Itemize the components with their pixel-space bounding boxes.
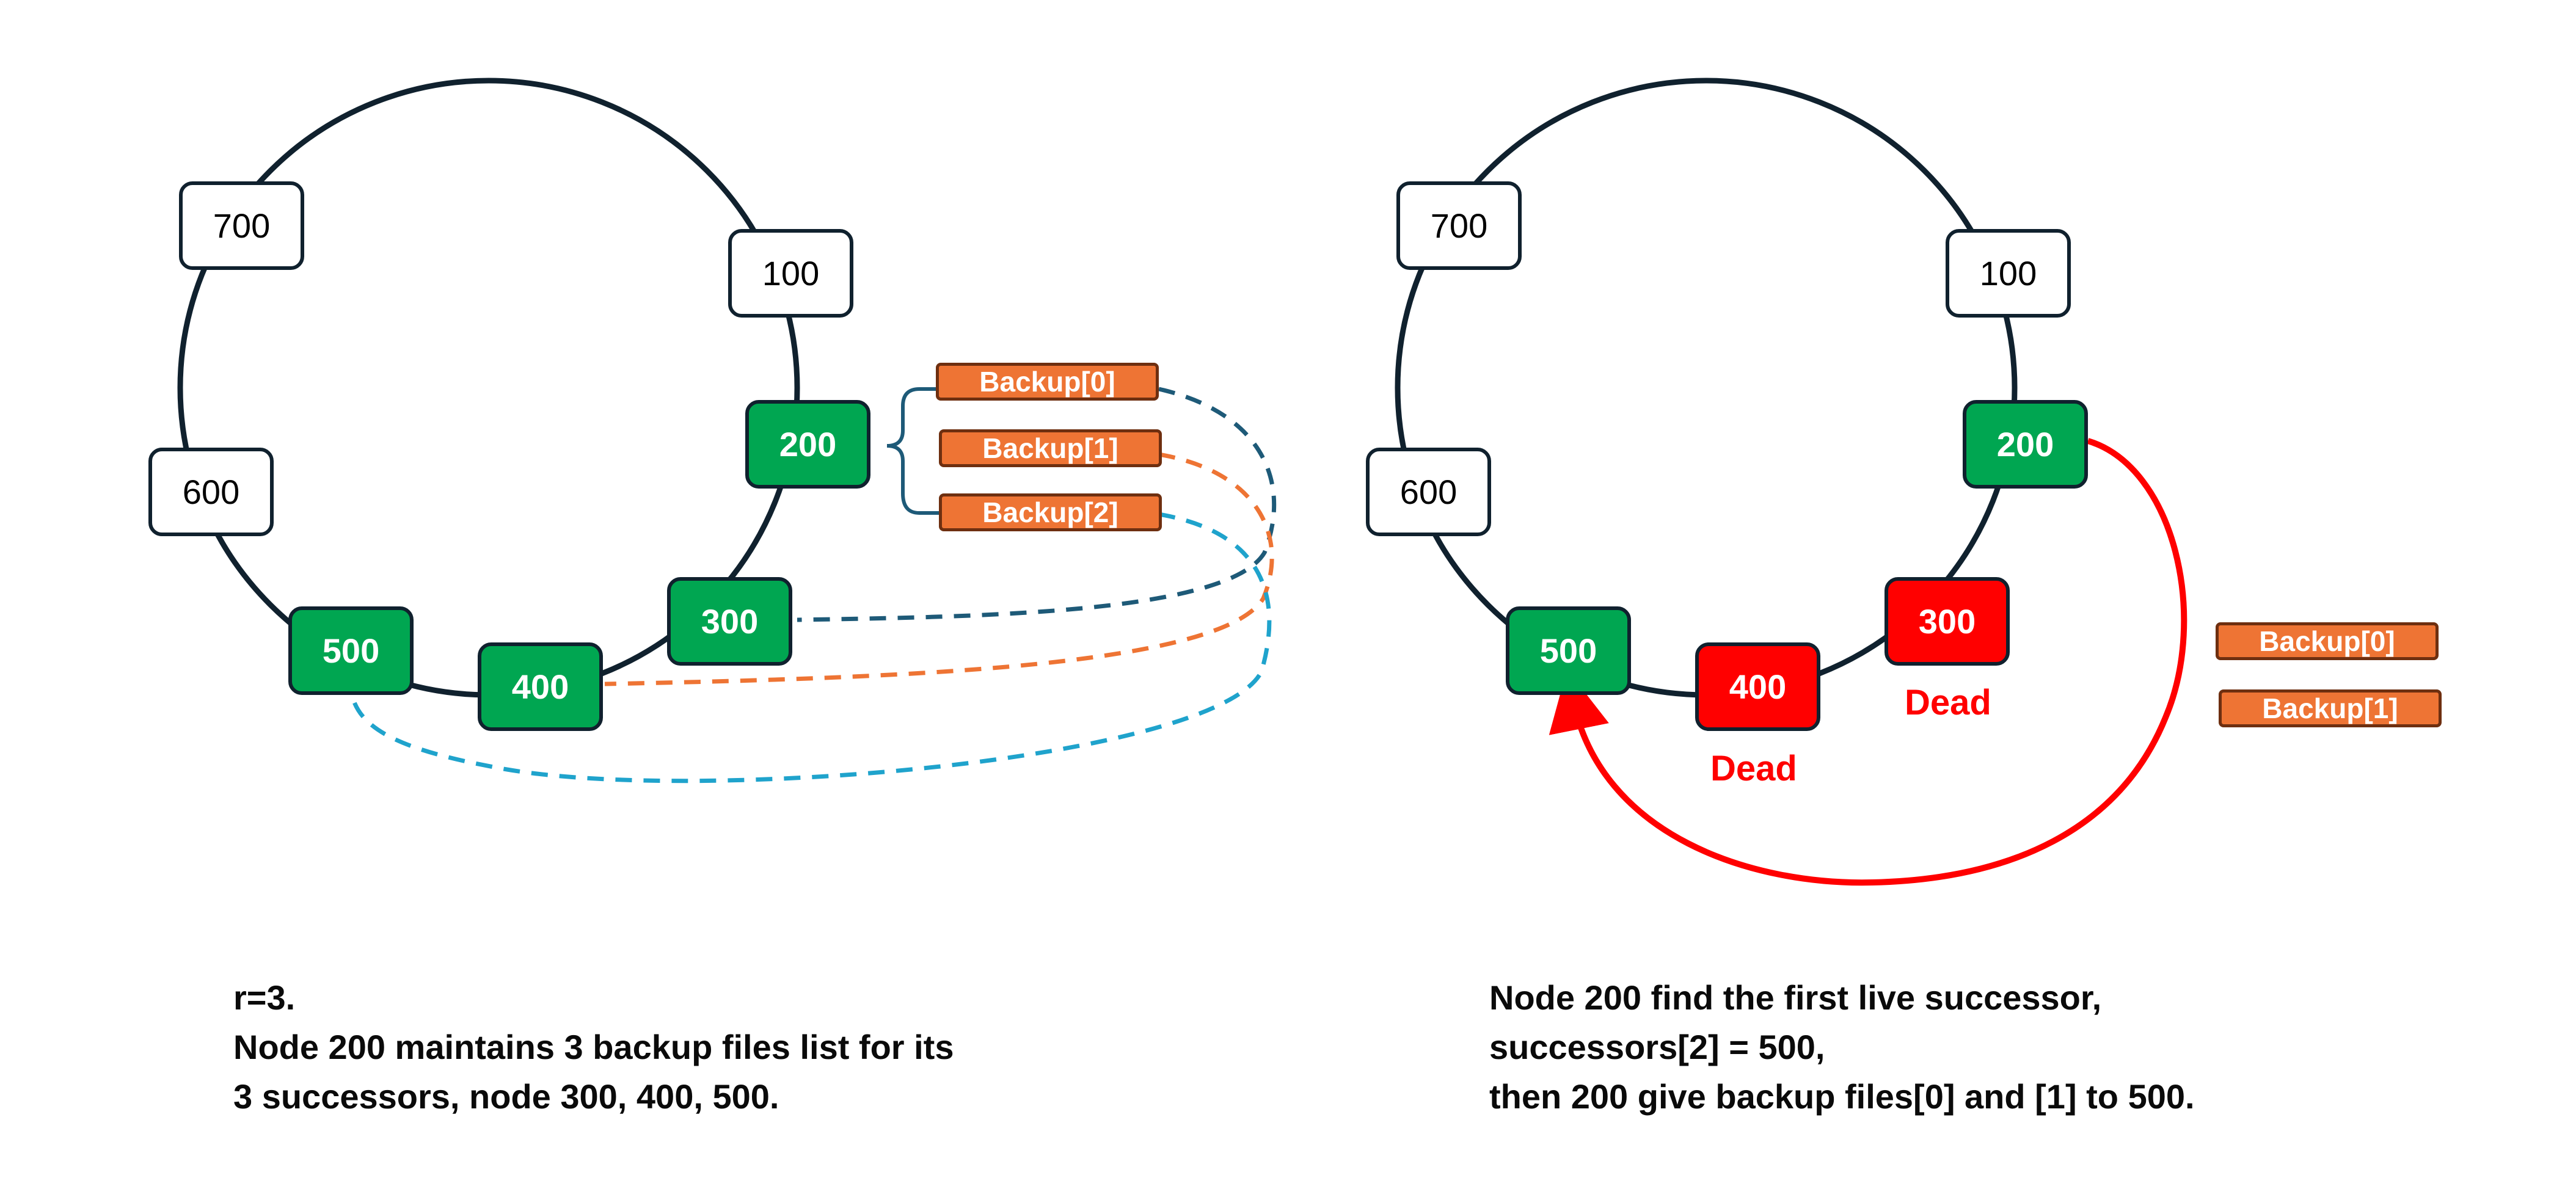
right-backup-1: Backup[1]: [2219, 689, 2442, 727]
right-dead-label-400: Dead: [1710, 749, 1797, 788]
left-link-backup2-node500: [352, 512, 1272, 784]
left-caption-line-1: r=3.: [233, 978, 296, 1017]
left-node-100[interactable]: 100: [728, 229, 853, 318]
left-link-backup0-node300: [797, 387, 1277, 622]
right-node-600[interactable]: 600: [1366, 448, 1491, 536]
right-node-100[interactable]: 100: [1946, 229, 2071, 318]
left-link-backup1-node400: [604, 452, 1274, 686]
left-caption-line-2: Node 200 maintains 3 backup files list f…: [233, 1028, 954, 1066]
left-caption-line-3: 3 successors, node 300, 400, 500.: [233, 1077, 779, 1116]
left-node-500[interactable]: 500: [288, 606, 414, 695]
left-backup-0: Backup[0]: [936, 363, 1159, 401]
right-handoff-arrow: [1549, 438, 2187, 886]
left-backup-brace: [886, 387, 941, 515]
right-caption-line-3: then 200 give backup files[0] and [1] to…: [1489, 1077, 2195, 1116]
left-node-200[interactable]: 200: [745, 400, 870, 489]
left-node-400[interactable]: 400: [478, 642, 603, 731]
right-node-400[interactable]: 400: [1695, 642, 1820, 731]
left-node-300[interactable]: 300: [667, 577, 792, 666]
left-node-700[interactable]: 700: [179, 181, 304, 270]
right-node-700[interactable]: 700: [1396, 181, 1522, 270]
right-backup-0: Backup[0]: [2216, 622, 2439, 660]
left-caption: r=3. Node 200 maintains 3 backup files l…: [233, 973, 954, 1121]
left-backup-2: Backup[2]: [939, 493, 1162, 531]
right-node-500[interactable]: 500: [1506, 606, 1631, 695]
right-node-300[interactable]: 300: [1885, 577, 2010, 666]
right-dead-label-300: Dead: [1905, 683, 1991, 722]
right-caption-line-2: successors[2] = 500,: [1489, 1028, 1825, 1066]
right-caption: Node 200 find the first live successor, …: [1489, 973, 2195, 1121]
left-backup-1: Backup[1]: [939, 429, 1162, 467]
right-caption-line-1: Node 200 find the first live successor,: [1489, 978, 2102, 1017]
right-node-200[interactable]: 200: [1963, 400, 2088, 489]
left-node-600[interactable]: 600: [148, 448, 274, 536]
